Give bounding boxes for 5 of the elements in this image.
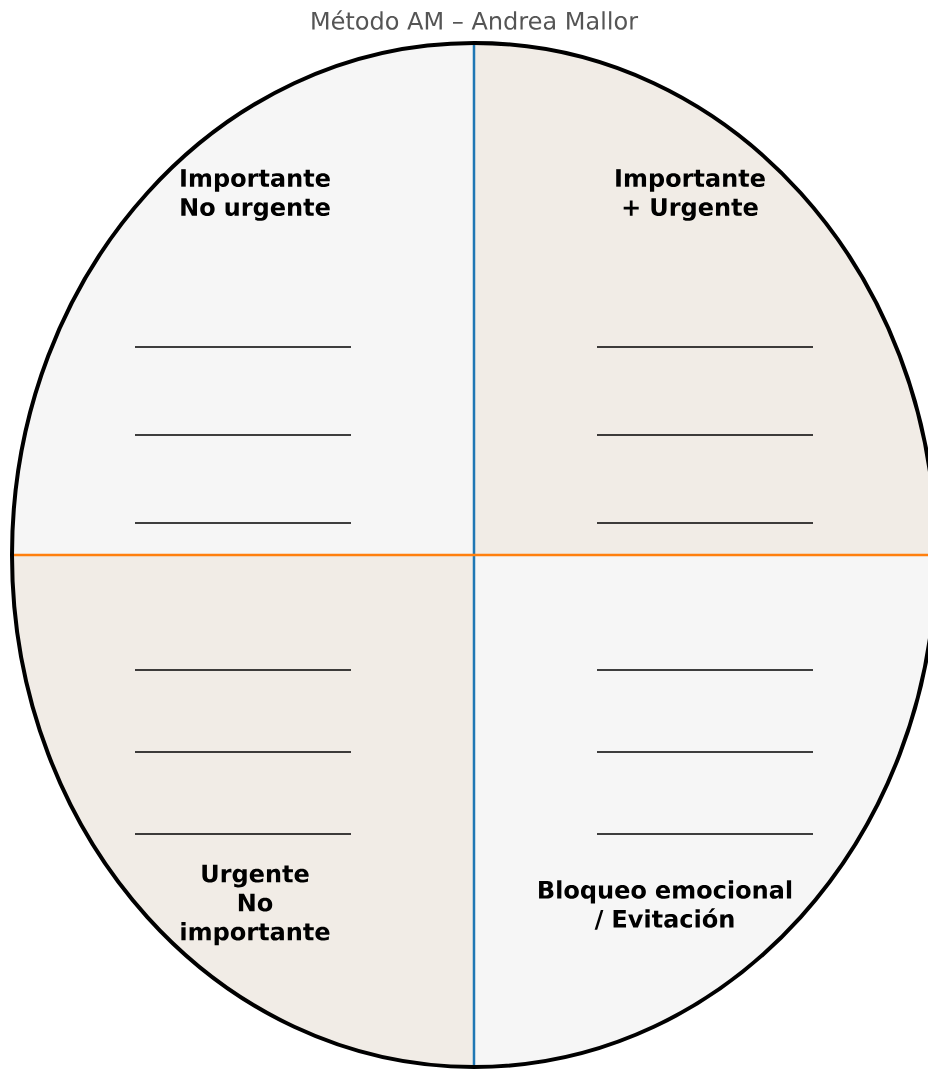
title: Método AM – Andrea Mallor [312,10,639,30]
quadrant-label: Urgente No importante [181,864,330,946]
quadrant-label: Importante No urgente [181,169,330,221]
quadrant-label: Bloqueo emocional / Evitación [539,880,792,930]
quadrant-label: Importante + Urgente [616,169,765,221]
